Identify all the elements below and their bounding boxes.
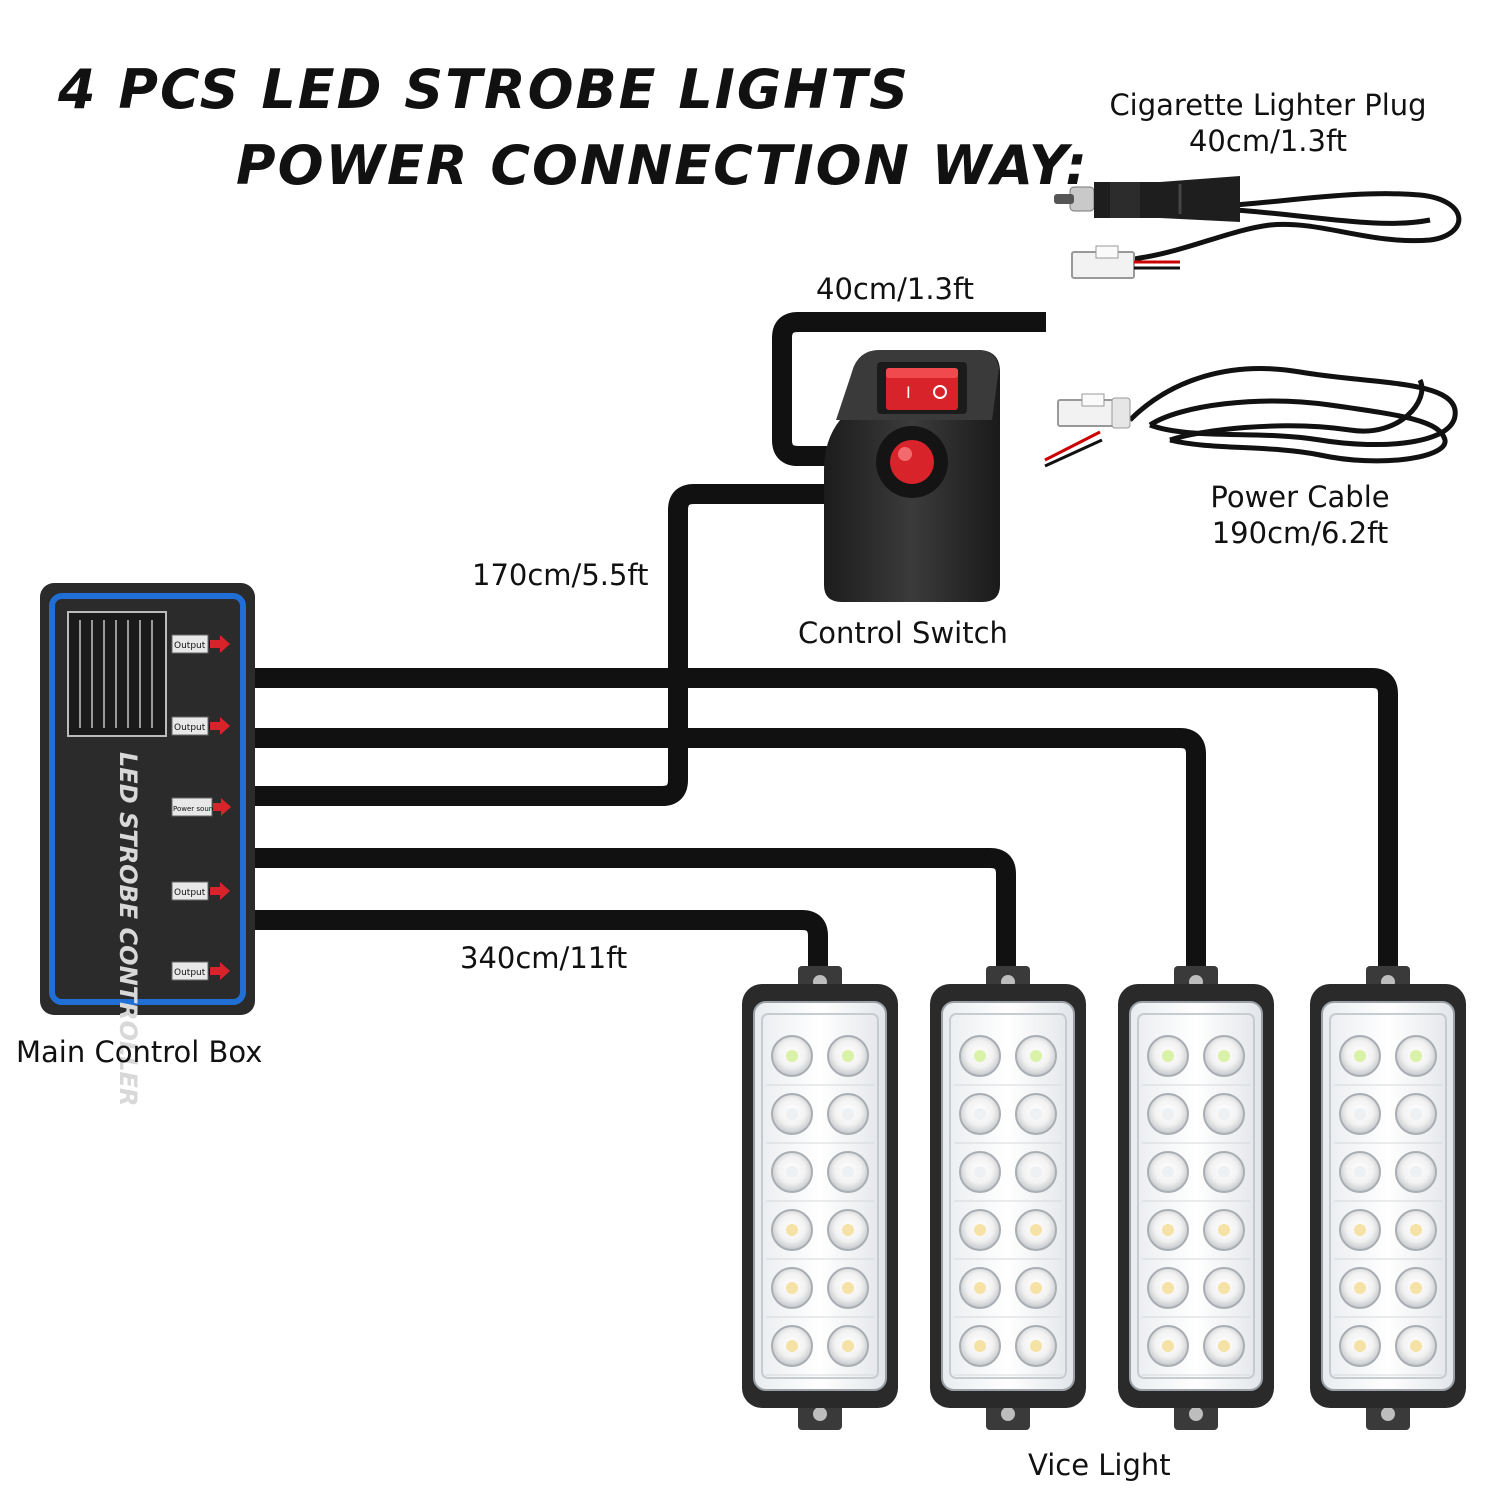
main-control-box-label: Main Control Box bbox=[16, 1035, 263, 1069]
page-title-line-1: 4 PCS LED STROBE LIGHTS bbox=[58, 58, 911, 121]
arrow-icon bbox=[210, 882, 230, 900]
port-label: Power source bbox=[173, 805, 220, 813]
vice-light-2 bbox=[930, 966, 1086, 1430]
light-cable-length: 340cm/11ft bbox=[460, 941, 628, 975]
cable-power-source bbox=[252, 484, 836, 806]
vice-light-3 bbox=[1118, 966, 1274, 1430]
vice-light-1 bbox=[742, 966, 898, 1430]
page-title-line-2: POWER CONNECTION WAY: bbox=[236, 134, 1089, 197]
arrow-icon bbox=[213, 798, 231, 816]
control-switch-label: Control Switch bbox=[798, 616, 1008, 650]
vice-lights bbox=[742, 966, 1466, 1430]
switch-lead-length: 40cm/1.3ft bbox=[816, 272, 975, 306]
power-cable-coil bbox=[1044, 366, 1458, 468]
vice-light-4 bbox=[1310, 966, 1466, 1430]
power-cable-length: 190cm/6.2ft bbox=[1211, 516, 1389, 550]
port-output-1: Output I bbox=[171, 634, 230, 654]
screw-hole-icon bbox=[1381, 1407, 1395, 1421]
port-label: Output IV bbox=[174, 968, 218, 978]
cigarette-plug-length: 40cm/1.3ft bbox=[1188, 124, 1348, 158]
cable-switch-lead bbox=[772, 312, 1046, 466]
cigarette-lighter-plug bbox=[1054, 176, 1462, 279]
port-output-3: Output III bbox=[171, 881, 230, 901]
main-control-box: LED STROBE CONTROLLER Output I Output II… bbox=[40, 583, 255, 1106]
cable-output-3 bbox=[252, 848, 1016, 972]
power-cable-connector bbox=[1057, 393, 1131, 429]
cables bbox=[252, 312, 1398, 972]
cable-output-2 bbox=[252, 728, 1206, 972]
screw-hole-icon bbox=[1001, 1407, 1015, 1421]
arrow-icon bbox=[210, 717, 230, 735]
arrow-icon bbox=[210, 635, 230, 653]
port-power-source: Power source bbox=[171, 797, 231, 817]
port-label: Output II bbox=[174, 723, 213, 733]
spec-panel-lines bbox=[79, 620, 153, 728]
cable-output-4 bbox=[252, 910, 828, 972]
plug-cable-coil bbox=[1089, 191, 1462, 268]
arrow-icon bbox=[210, 962, 230, 980]
port-output-2: Output II bbox=[171, 716, 230, 736]
screw-hole-icon bbox=[1189, 1407, 1203, 1421]
cigarette-plug-label: Cigarette Lighter Plug bbox=[1109, 88, 1427, 122]
controller-brand-text: LED STROBE CONTROLLER bbox=[114, 752, 142, 1106]
port-label: Output I bbox=[174, 641, 211, 651]
control-switch: I bbox=[824, 350, 1000, 602]
port-output-4: Output IV bbox=[171, 961, 230, 981]
rocker-off-icon bbox=[933, 385, 947, 399]
screw-hole-icon bbox=[813, 1407, 827, 1421]
rocker-mark-icon: I bbox=[906, 383, 911, 402]
port-label: Output III bbox=[174, 888, 216, 898]
switch-to-box-length: 170cm/5.5ft bbox=[472, 558, 649, 592]
vice-light-label: Vice Light bbox=[1028, 1448, 1171, 1482]
power-cable-label: Power Cable bbox=[1210, 480, 1390, 514]
cable-output-1 bbox=[252, 668, 1398, 972]
